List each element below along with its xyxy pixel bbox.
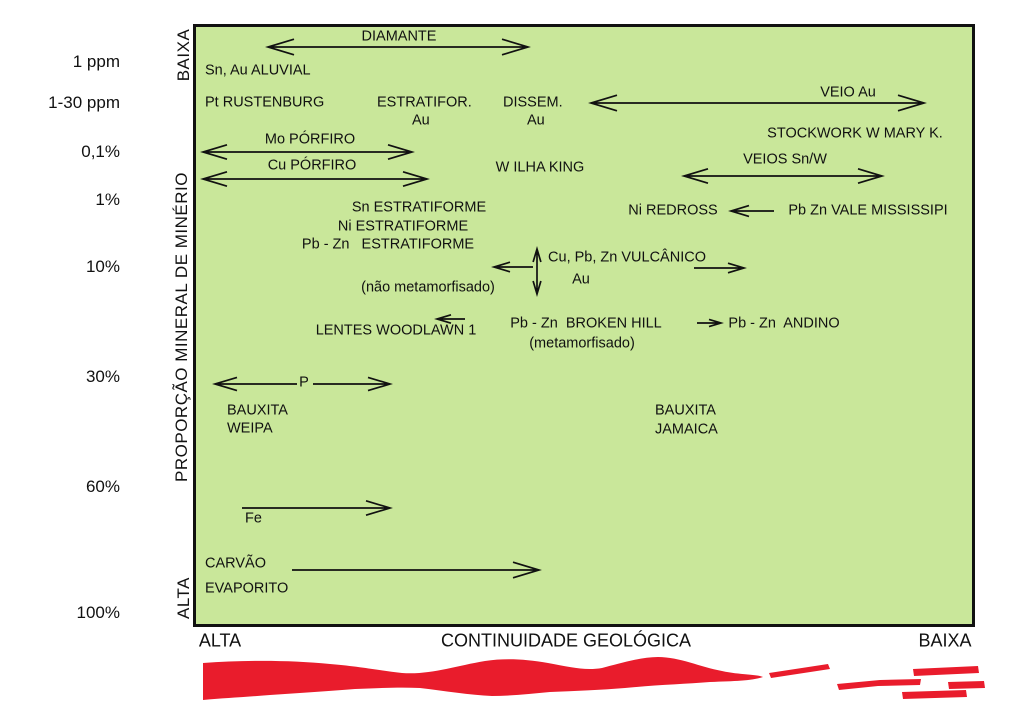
label-w-ilha-king: W ILHA KING xyxy=(495,159,585,176)
label-nao-metamorfisado: (não metamorfisado) xyxy=(361,279,495,296)
label-dissem-au: Au xyxy=(527,112,545,129)
label-bauxita-weipa-line2: WEIPA xyxy=(227,420,273,437)
label-bauxita-jamaica-line1: BAUXITA xyxy=(655,402,716,419)
y-axis-extreme-bottom: ALTA xyxy=(174,577,193,619)
ore-body-continuity-illustration xyxy=(203,657,985,700)
label-metamorfisado: (metamorfisado) xyxy=(529,335,635,352)
label-fe: Fe xyxy=(245,510,262,527)
label-bauxita-weipa-line1: BAUXITA xyxy=(227,402,288,419)
ore-body-fragment-2 xyxy=(837,679,921,690)
y-tick-3: 1% xyxy=(95,190,120,209)
label-ni-estratiforme: Ni ESTRATIFORME xyxy=(337,218,469,235)
label-evaporito: EVAPORITO xyxy=(205,580,289,597)
label-sn-au-aluvial: Sn, Au ALUVIAL xyxy=(205,62,311,79)
label-pb-zn-andino: Pb - Zn ANDINO xyxy=(728,315,840,332)
y-tick-2: 0,1% xyxy=(81,142,120,161)
label-sn-estratiforme: Sn ESTRATIFORME xyxy=(351,199,487,216)
x-axis-title: CONTINUIDADE GEOLÓGICA xyxy=(440,630,692,651)
ore-body-fragment-1 xyxy=(769,664,830,678)
label-estratifor-au: Au xyxy=(412,112,430,129)
y-tick-6: 60% xyxy=(85,477,120,496)
y-axis-title: PROPORÇÃO MINERAL DE MINÉRIO xyxy=(172,172,191,482)
label-carvao: CARVÃO xyxy=(205,555,266,572)
label-diamante: DIAMANTE xyxy=(361,28,437,45)
label-cu-pb-zn-vulcanico: Cu, Pb, Zn VULCÂNICO xyxy=(548,249,706,266)
label-pt-rustenburg: Pt RUSTENBURG xyxy=(205,94,325,111)
ore-body-main-band xyxy=(203,657,763,700)
label-p: P xyxy=(299,374,309,391)
y-tick-4: 10% xyxy=(85,257,120,276)
label-veio-au: VEIO Au xyxy=(820,84,876,101)
label-lentes-woodlawn-1: LENTES WOODLAWN 1 xyxy=(315,322,477,339)
label-ni-redross: Ni REDROSS xyxy=(628,202,718,219)
label-pb-zn-estratiforme: Pb - Zn ESTRATIFORME xyxy=(301,236,475,253)
x-axis-extreme-right: BAIXA xyxy=(918,630,972,651)
label-estratifor: ESTRATIFOR. xyxy=(377,94,472,111)
y-tick-1: 1-30 ppm xyxy=(48,93,120,112)
label-cu-porfiro: Cu PÓRFIRO xyxy=(267,157,357,174)
y-tick-5: 30% xyxy=(85,367,120,386)
label-dissem: DISSEM. xyxy=(503,94,563,111)
label-veios-sn-w: VEIOS Sn/W xyxy=(743,151,827,168)
plot-area xyxy=(193,24,975,627)
y-axis-extreme-top: BAIXA xyxy=(174,28,193,82)
ore-body-fragment-5 xyxy=(902,690,967,699)
y-tick-0: 1 ppm xyxy=(72,52,120,71)
label-bauxita-jamaica-line2: JAMAICA xyxy=(655,421,718,438)
label-pb-zn-broken-hill: Pb - Zn BROKEN HILL xyxy=(510,315,662,332)
label-stockwork-w-mary-k: STOCKWORK W MARY K. xyxy=(767,125,943,142)
ore-body-fragment-4 xyxy=(948,681,985,689)
y-tick-7: 100% xyxy=(76,603,120,622)
label-vulcanico-au: Au xyxy=(572,271,590,288)
x-axis-extreme-left: ALTA xyxy=(198,630,242,651)
label-mo-porfiro: Mo PÓRFIRO xyxy=(264,131,356,148)
ore-body-fragment-3 xyxy=(913,666,979,676)
label-pb-zn-vale-mississipi: Pb Zn VALE MISSISSIPI xyxy=(788,202,948,219)
